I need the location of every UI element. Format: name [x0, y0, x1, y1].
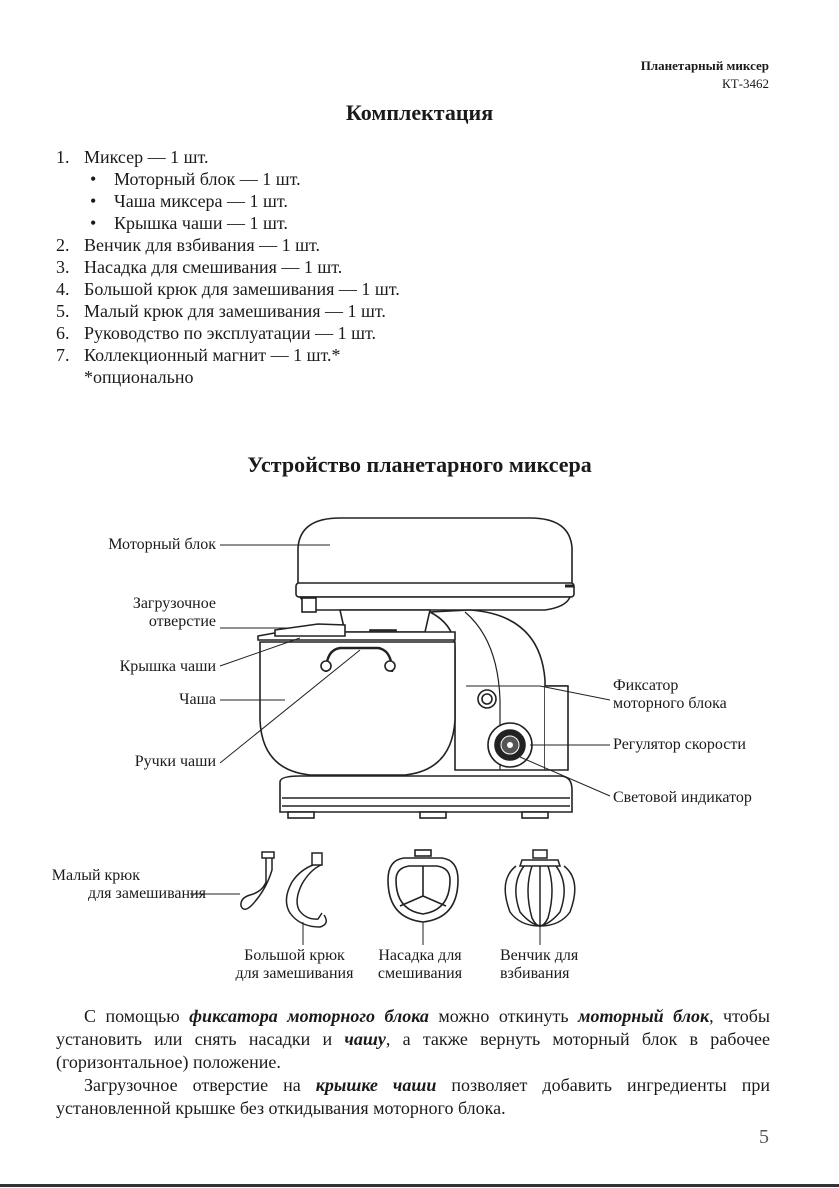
- label-whisk-line2: взбивания: [500, 965, 570, 982]
- section-title-device: Устройство планетарного миксера: [247, 452, 592, 477]
- sub-list-item: Моторный блок — 1 шт.: [84, 168, 400, 190]
- list-item-number: 3.: [56, 257, 70, 277]
- lock-button-shape: [477, 689, 497, 709]
- whisk-drawing: [504, 849, 576, 927]
- label-speed-control: Регулятор скорости: [613, 736, 746, 753]
- list-item-number: 5.: [56, 301, 70, 321]
- list-item-text: Миксер — 1 шт.: [84, 147, 209, 167]
- big-hook-drawing: [285, 852, 327, 928]
- optional-note: *опционально: [84, 367, 194, 387]
- bowl-shape: [259, 641, 456, 776]
- label-loading-hole-line2: отверстие: [148, 613, 216, 630]
- list-item: 6. Руководство по эксплуатации — 1 шт.: [56, 322, 400, 344]
- text-span: позволяет добавить ингредиенты при устан…: [56, 1075, 770, 1118]
- label-whisk-line1: Венчик для: [500, 947, 579, 964]
- list-item-number: 7.: [56, 345, 70, 365]
- label-beater-line2: смешивания: [377, 965, 463, 982]
- text-span: С помощью: [84, 1006, 190, 1026]
- emphasis-span: чашу: [344, 1029, 386, 1049]
- label-loading-hole-line1: Загрузочное: [132, 595, 216, 612]
- list-item-number: 6.: [56, 323, 70, 343]
- header-product-title: Планетарный миксер: [640, 58, 769, 73]
- text-span: можно откинуть: [428, 1006, 579, 1026]
- label-small-hook-line1: Малый крюк: [51, 867, 140, 884]
- list-item-text: Венчик для взбивания — 1 шт.: [84, 235, 321, 255]
- label-bowl: Чаша: [179, 691, 216, 708]
- motor-head-shape: [297, 517, 573, 586]
- motor-head-band: [295, 582, 575, 598]
- list-item: 7. Коллекционный магнит — 1 шт.*: [56, 344, 400, 366]
- list-item-text: Коллекционный магнит — 1 шт.*: [84, 345, 341, 365]
- label-big-hook-line1: Большой крюк: [244, 947, 345, 964]
- sub-list: Моторный блок — 1 шт. Чаша миксера — 1 ш…: [84, 168, 400, 234]
- label-light-indicator: Световой индикатор: [613, 789, 752, 806]
- label-big-hook-line2: для замешивания: [235, 965, 354, 982]
- list-item-text: Насадка для смешивания — 1 шт.: [84, 257, 343, 277]
- list-item-text: Руководство по эксплуатации — 1 шт.: [84, 323, 376, 343]
- bottom-rule: [0, 1184, 839, 1187]
- list-item-text: Большой крюк для замешивания — 1 шт.: [84, 279, 400, 299]
- text-span: , а также вернуть моторный блок в рабоче…: [56, 1029, 770, 1072]
- label-lock-line2: моторного блока: [613, 695, 727, 712]
- mixer-base: [279, 775, 573, 813]
- page-number: 5: [759, 1126, 769, 1148]
- list-item: 3. Насадка для смешивания — 1 шт.: [56, 256, 400, 278]
- list-item: 5. Малый крюк для замешивания — 1 шт.: [56, 300, 400, 322]
- emphasis-span: крышке чаши: [315, 1075, 437, 1095]
- list-item-number: 2.: [56, 235, 70, 255]
- emphasis-span: фиксатора моторного блока: [189, 1006, 429, 1026]
- small-hook-drawing: [240, 851, 275, 910]
- list-item-number: 4.: [56, 279, 70, 299]
- paragraph-loading-hole: Загрузочное отверстие на крышке чаши поз…: [56, 1074, 770, 1120]
- label-motor-block: Моторный блок: [108, 536, 216, 553]
- label-small-hook-line2: для замешивания: [88, 885, 206, 902]
- list-item-text: Малый крюк для замешивания — 1 шт.: [84, 301, 386, 321]
- paragraph-lock-usage: С помощью фиксатора моторного блока можн…: [56, 1005, 770, 1074]
- list-item: 2. Венчик для взбивания — 1 шт.: [56, 234, 400, 256]
- header-model-number: КТ-3462: [722, 76, 769, 91]
- section-title-contents: Комплектация: [345, 100, 494, 125]
- label-bowl-lid: Крышка чаши: [119, 658, 216, 675]
- contents-list: 1. Миксер — 1 шт. Моторный блок — 1 шт. …: [56, 146, 400, 388]
- label-lock-line1: Фиксатор: [613, 677, 679, 694]
- text-span: , чтобы установить или снять насадки и: [56, 1006, 770, 1049]
- emphasis-span: моторный блок: [578, 1006, 710, 1026]
- list-item: 4. Большой крюк для замешивания — 1 шт.: [56, 278, 400, 300]
- head-lower: [298, 596, 572, 611]
- label-bowl-handles: Ручки чаши: [134, 753, 216, 770]
- flat-beater-drawing: [387, 849, 459, 923]
- list-item: 1. Миксер — 1 шт. Моторный блок — 1 шт. …: [56, 146, 400, 234]
- list-item-number: 1.: [56, 147, 70, 167]
- label-beater-line1: Насадка для: [378, 947, 462, 964]
- text-span: Загрузочное отверстие на: [84, 1075, 316, 1095]
- sub-list-item: Чаша миксера — 1 шт.: [84, 190, 400, 212]
- sub-list-item: Крышка чаши — 1 шт.: [84, 212, 400, 234]
